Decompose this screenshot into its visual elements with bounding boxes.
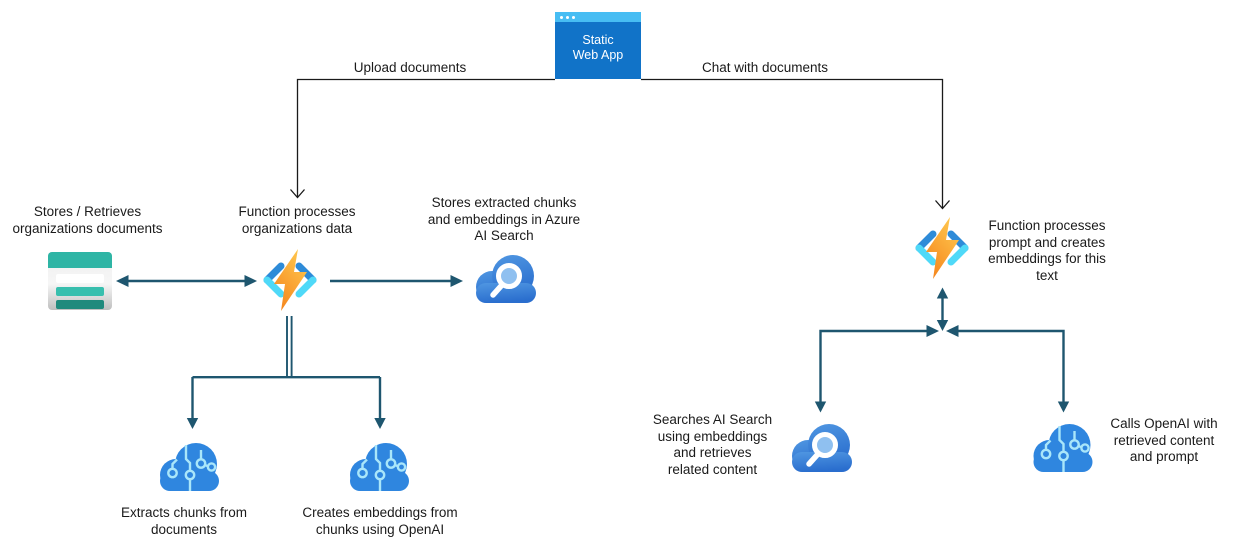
extract-chunks-label: Extracts chunks from documents — [120, 505, 248, 537]
window-titlebar — [555, 12, 641, 22]
azure-function-icon — [910, 217, 974, 284]
function-prompt-label: Function processes prompt and creates em… — [988, 218, 1106, 283]
window-dot — [560, 15, 563, 19]
search-store-label: Stores extracted chunks and embeddings i… — [427, 195, 581, 243]
cloud-search-icon — [783, 418, 859, 485]
chat-connector — [641, 78, 950, 210]
azure-function-icon — [258, 249, 322, 316]
window-dot — [572, 15, 575, 19]
edge-label-chat: Chat with documents — [701, 60, 829, 75]
call-openai-label: Calls OpenAI with retrieved content and … — [1110, 416, 1218, 464]
cloud-circuit-icon — [343, 437, 417, 504]
upload-connector — [290, 78, 555, 199]
search-query-label: Searches AI Search using embeddings and … — [652, 412, 773, 477]
window-dot — [566, 15, 569, 19]
cloud-circuit-icon — [1026, 418, 1101, 485]
static-web-app-label: Static Web App — [572, 33, 624, 62]
function-ingest-label: Function processes organizations data — [238, 204, 356, 236]
cloud-circuit-icon — [153, 437, 227, 504]
storage-node-label: Stores / Retrieves organizations documen… — [12, 204, 163, 236]
table-storage-icon — [48, 252, 112, 315]
static-web-app-node: Static Web App — [555, 12, 641, 79]
cloud-search-icon — [467, 249, 543, 316]
edge-label-upload: Upload documents — [353, 60, 467, 75]
create-embeddings-label: Creates embeddings from chunks using Ope… — [302, 505, 458, 537]
